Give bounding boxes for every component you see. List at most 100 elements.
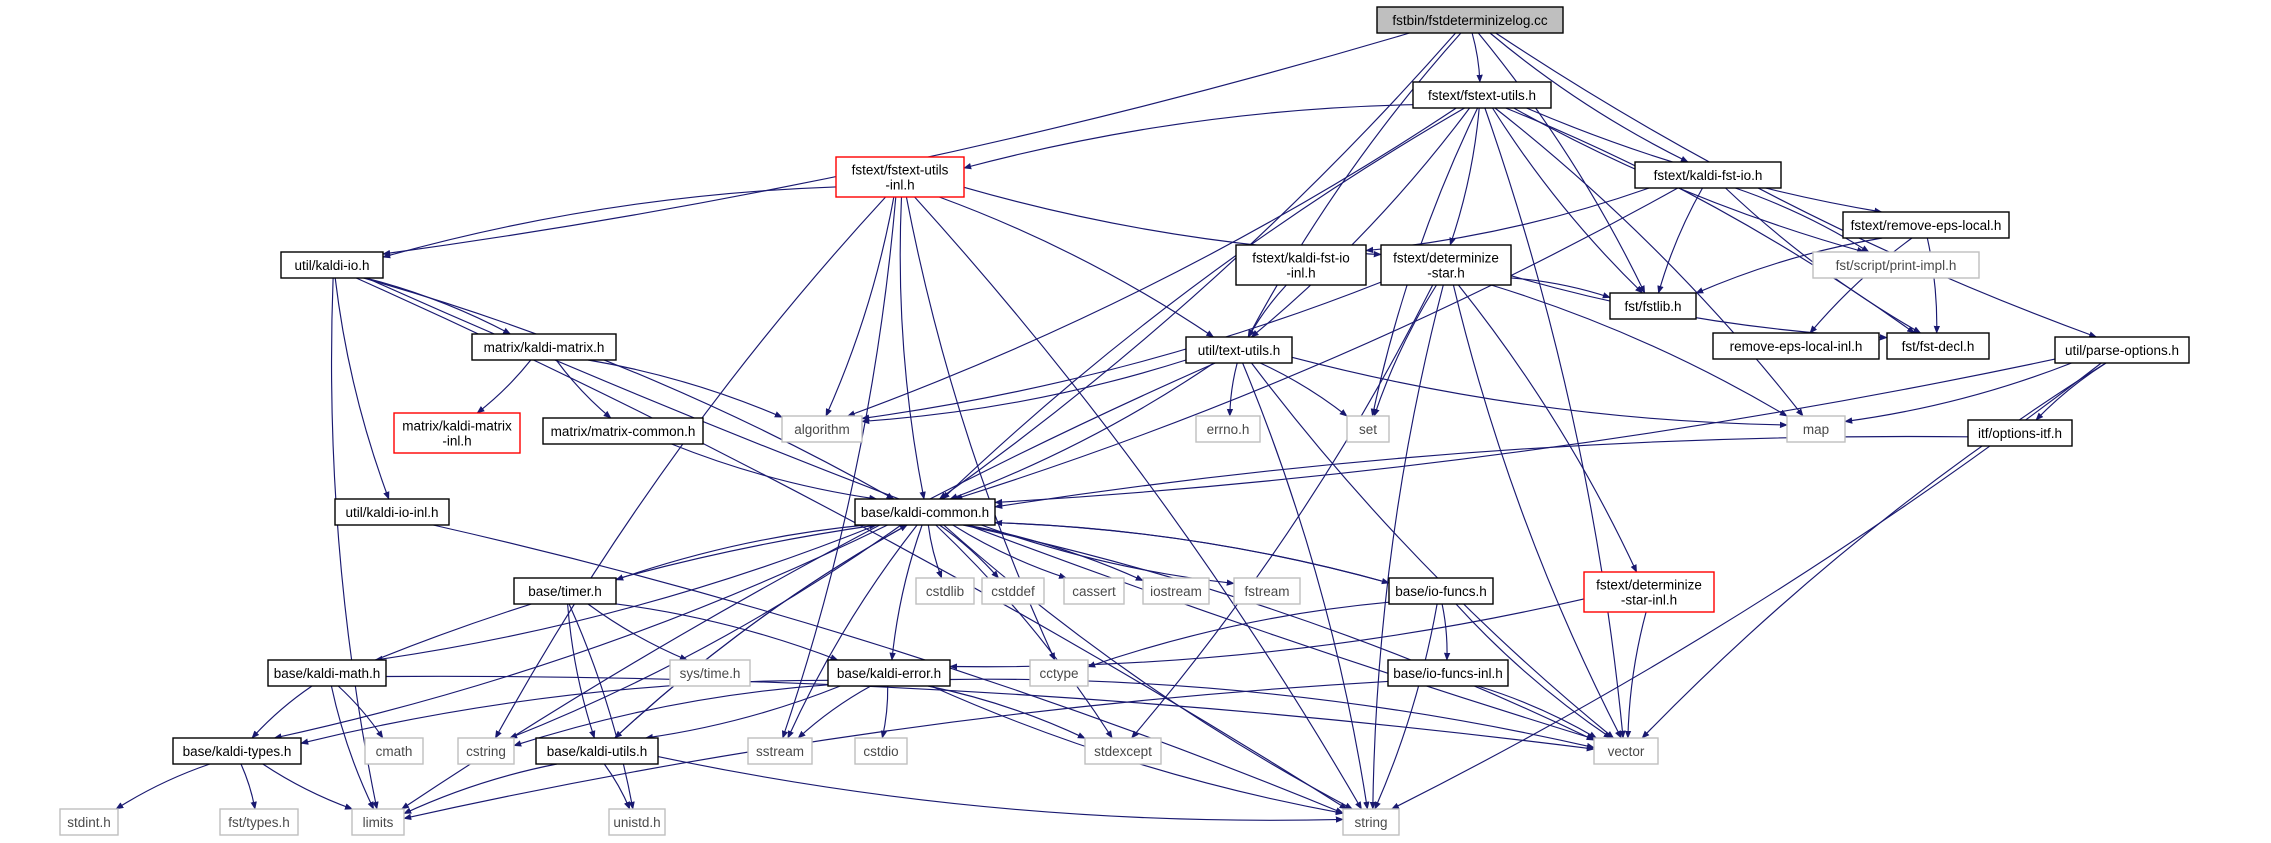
node-box xyxy=(915,577,975,605)
node-label: fst/script/print-impl.h xyxy=(1836,258,1957,273)
node-base-timer[interactable]: base/timer.h xyxy=(513,577,617,605)
edge-determinize-star-to-map xyxy=(1490,284,1788,417)
edge-base-timer-to-unistd xyxy=(568,603,635,810)
node-box xyxy=(608,808,666,836)
node-label: base/kaldi-utils.h xyxy=(547,744,648,759)
node-label: map xyxy=(1803,422,1829,437)
node-text-utils[interactable]: util/text-utils.h xyxy=(1185,336,1293,364)
edge-kaldi-common-to-kaldi-utils xyxy=(614,524,908,739)
node-vector: vector xyxy=(1593,737,1659,765)
node-box xyxy=(172,737,302,765)
node-matrix-common[interactable]: matrix/matrix-common.h xyxy=(542,417,704,445)
edge-determinize-star-to-fstlib xyxy=(1510,277,1611,299)
node-box xyxy=(280,251,384,279)
node-box xyxy=(781,415,863,443)
edge-determinize-star-to-set xyxy=(1373,284,1437,417)
edge-kaldi-matrix-to-matrix-common xyxy=(555,359,612,419)
node-kaldi-common[interactable]: base/kaldi-common.h xyxy=(854,498,996,526)
node-box xyxy=(981,577,1045,605)
edge-util-kaldi-io-to-kaldi-io-inl xyxy=(334,277,390,500)
edge-kaldi-utils-to-string xyxy=(657,756,1344,823)
node-io-funcs[interactable]: base/io-funcs.h xyxy=(1388,577,1494,605)
edge-fstext-utils-to-fstext-utils-inl xyxy=(963,104,1414,170)
edge-kaldi-types-to-stdint xyxy=(115,763,211,810)
node-label: fstext/fstext-utils.h xyxy=(1428,88,1536,103)
node-label: matrix/kaldi-matrix.h xyxy=(484,340,605,355)
node-determinize-star-inl[interactable]: fstext/determinize-star-inl.h xyxy=(1583,571,1715,613)
edge-kaldi-common-to-kaldi-error xyxy=(889,524,923,661)
edge-kaldi-error-to-cstdio xyxy=(880,685,889,739)
node-box xyxy=(1583,571,1715,613)
node-io-funcs-inl[interactable]: base/io-funcs-inl.h xyxy=(1387,659,1509,687)
node-itf-options[interactable]: itf/options-itf.h xyxy=(1967,419,2073,447)
node-box xyxy=(1812,251,1980,279)
edge-kaldi-common-to-base-timer xyxy=(615,524,866,581)
edge-fstext-utils-to-text-utils xyxy=(1250,107,1471,338)
node-kaldi-math[interactable]: base/kaldi-math.h xyxy=(267,659,387,687)
edge-kaldi-common-to-cassert xyxy=(952,524,1067,579)
node-label: util/kaldi-io.h xyxy=(294,258,369,273)
node-cstdlib: cstdlib xyxy=(915,577,975,605)
node-label: stdexcept xyxy=(1094,744,1152,759)
edge-io-funcs-inl-to-limits xyxy=(403,680,1389,820)
edge-kaldi-common-to-vector xyxy=(962,524,1595,741)
node-label: cstdlib xyxy=(926,584,964,599)
edge-io-funcs-inl-to-vector xyxy=(1477,685,1597,739)
edge-parse-options-to-vector xyxy=(1641,362,2107,739)
node-kaldi-fst-io-inl[interactable]: fstext/kaldi-fst-io-inl.h xyxy=(1235,244,1367,286)
edges-layer xyxy=(115,32,2107,823)
node-kaldi-utils[interactable]: base/kaldi-utils.h xyxy=(535,737,659,765)
node-kaldi-matrix[interactable]: matrix/kaldi-matrix.h xyxy=(471,333,617,361)
node-label: base/kaldi-error.h xyxy=(837,666,941,681)
node-label: fst/fst-decl.h xyxy=(1902,339,1975,354)
edge-root-to-fstext-utils xyxy=(1471,32,1483,83)
node-determinize-star[interactable]: fstext/determinize-star.h xyxy=(1380,244,1512,286)
node-label: iostream xyxy=(1150,584,1202,599)
edge-kaldi-common-to-kaldi-math xyxy=(374,524,877,663)
edge-kaldi-common-to-string xyxy=(943,524,1354,810)
node-kaldi-matrix-inl[interactable]: matrix/kaldi-matrix-inl.h xyxy=(393,412,521,454)
node-fstext-utils-inl[interactable]: fstext/fstext-utils-inl.h xyxy=(835,156,965,198)
node-label: cmath xyxy=(376,744,413,759)
edge-kaldi-utils-to-unistd xyxy=(603,763,631,810)
node-box xyxy=(854,498,996,526)
node-kaldi-io-inl[interactable]: util/kaldi-io-inl.h xyxy=(334,498,450,526)
node-remove-eps-local[interactable]: fstext/remove-eps-local.h xyxy=(1842,211,2010,239)
edge-fstext-utils-to-algorithm xyxy=(846,107,1457,417)
edge-determinize-star-to-algorithm xyxy=(861,281,1382,421)
edge-fstext-utils-to-vector xyxy=(1484,107,1626,739)
node-box xyxy=(1342,808,1400,836)
node-parse-options[interactable]: util/parse-options.h xyxy=(2054,336,2190,364)
edge-text-utils-to-vector xyxy=(1251,362,1615,739)
edge-root-to-kaldi-common xyxy=(938,32,1457,500)
edge-io-funcs-to-string xyxy=(1374,603,1438,810)
node-kaldi-types[interactable]: base/kaldi-types.h xyxy=(172,737,302,765)
node-label: string xyxy=(1354,815,1387,830)
node-kaldi-error[interactable]: base/kaldi-error.h xyxy=(827,659,951,687)
edge-kaldi-math-to-kaldi-common xyxy=(375,522,878,661)
edge-util-kaldi-io-to-limits xyxy=(330,277,379,810)
node-util-kaldi-io[interactable]: util/kaldi-io.h xyxy=(280,251,384,279)
edge-kaldi-matrix-to-kaldi-matrix-inl xyxy=(476,359,532,414)
node-label: limits xyxy=(363,815,394,830)
edge-io-funcs-to-io-funcs-inl xyxy=(1441,603,1451,661)
edge-remove-eps-local-to-fst-decl xyxy=(1926,237,1941,334)
node-label: fstext/fstext-utils xyxy=(852,163,949,178)
node-fst-decl[interactable]: fst/fst-decl.h xyxy=(1886,332,1990,360)
node-root[interactable]: fstbin/fstdeterminizelog.cc xyxy=(1376,6,1564,34)
node-fstlib[interactable]: fst/fstlib.h xyxy=(1609,292,1697,320)
node-kaldi-fst-io[interactable]: fstext/kaldi-fst-io.h xyxy=(1634,161,1782,189)
node-box xyxy=(1142,577,1210,605)
edge-text-utils-to-errno xyxy=(1226,362,1238,417)
node-map: map xyxy=(1786,415,1846,443)
edge-kaldi-fst-io-to-fstlib xyxy=(1657,187,1704,294)
node-remove-eps-local-inl[interactable]: remove-eps-local-inl.h xyxy=(1712,332,1880,360)
edge-text-utils-to-algorithm xyxy=(861,359,1187,425)
node-label: util/text-utils.h xyxy=(1198,343,1281,358)
node-box xyxy=(1195,415,1261,443)
node-box xyxy=(267,659,387,687)
node-box xyxy=(219,808,299,836)
node-fstext-utils[interactable]: fstext/fstext-utils.h xyxy=(1412,81,1552,109)
node-cassert: cassert xyxy=(1063,577,1125,605)
edge-kaldi-common-to-cstddef xyxy=(939,524,1000,579)
